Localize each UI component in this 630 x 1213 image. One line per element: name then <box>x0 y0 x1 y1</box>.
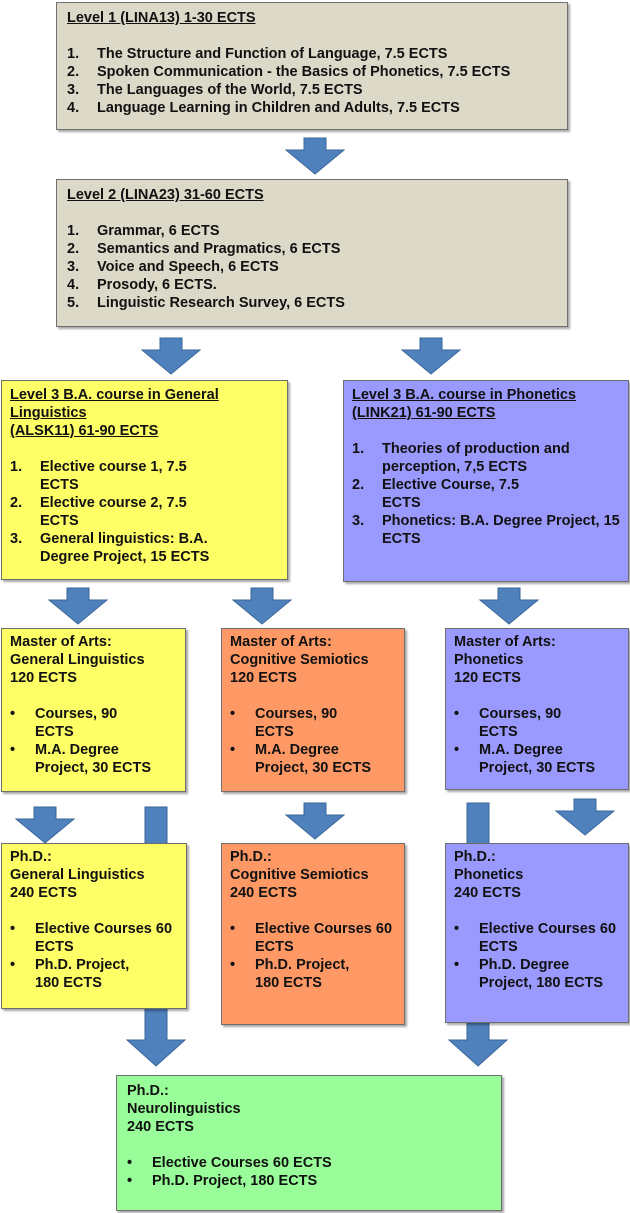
phd-ph-line3: 240 ECTS <box>454 885 521 901</box>
phd-cs-line2: Cognitive Semiotics <box>230 867 369 883</box>
list-item: •Ph.D. Project, 180 ECTS <box>10 957 130 991</box>
phd-gl-line2: General Linguistics <box>10 867 145 883</box>
arrow-level3-gl-to-ma-cs <box>231 587 293 625</box>
phd-nl-line1: Ph.D.: <box>127 1083 169 1099</box>
ma-cs-line1: Master of Arts: <box>230 634 332 650</box>
phd-cognitive-semiotics-box: Ph.D.: Cognitive Semiotics 240 ECTS •Ele… <box>221 843 405 1025</box>
level3-gl-title-line1: Level 3 B.A. course in General <box>10 387 219 403</box>
ma-cs-line3: 120 ECTS <box>230 670 297 686</box>
phd-gl-line1: Ph.D.: <box>10 849 52 865</box>
level3-ph-title-line2: (LINK21) 61-90 ECTS <box>352 405 496 421</box>
ma-ph-line2: Phonetics <box>454 652 524 668</box>
list-item: •Elective Courses 60 ECTS <box>454 921 617 955</box>
arrow-ma-gl-to-phd-gl <box>14 806 76 844</box>
level2-title: Level 2 (LINA23) 31-60 ECTS <box>67 187 264 203</box>
phd-cs-line3: 240 ECTS <box>230 885 297 901</box>
list-item: 1.The Structure and Function of Language… <box>67 46 448 62</box>
ma-cs-line2: Cognitive Semiotics <box>230 652 369 668</box>
list-item: • M.A. Degree Project, 30 ECTS <box>454 742 596 776</box>
list-item: 5.Linguistic Research Survey, 6 ECTS <box>67 295 345 311</box>
list-item: 3.General linguistics: B.A. Degree Proje… <box>10 531 210 565</box>
list-item: •Elective Courses 60 ECTS <box>127 1155 332 1171</box>
list-item: 2.Elective course 2, 7.5 ECTS <box>10 495 187 529</box>
arrow-level1-to-level2 <box>284 137 346 175</box>
level3-ph-title-line1: Level 3 B.A. course in Phonetics <box>352 387 577 403</box>
ma-gl-line1: Master of Arts: <box>10 634 112 650</box>
ma-ph-line3: 120 ECTS <box>454 670 521 686</box>
list-item: 4.Prosody, 6 ECTS. <box>67 277 217 293</box>
phd-gl-line3: 240 ECTS <box>10 885 77 901</box>
ma-ph-line1: Master of Arts: <box>454 634 556 650</box>
list-item: •Elective Courses 60 ECTS <box>230 921 393 955</box>
phd-general-linguistics-box: Ph.D.: General Linguistics 240 ECTS •Ele… <box>1 843 187 1009</box>
list-item: 3.Voice and Speech, 6 ECTS <box>67 259 279 275</box>
list-item: 1.Elective course 1, 7.5 ECTS <box>10 459 187 493</box>
ma-phonetics-box: Master of Arts: Phonetics 120 ECTS •Cour… <box>445 628 629 790</box>
ma-gl-line3: 120 ECTS <box>10 670 77 686</box>
list-item: •M.A. Degree Project, 30 ECTS <box>10 742 152 776</box>
list-item: •Courses, 90 ECTS <box>454 706 562 740</box>
arrow-level3-ph-to-ma-ph <box>478 587 540 625</box>
phd-neurolinguistics-box: Ph.D.: Neurolinguistics 240 ECTS •Electi… <box>116 1075 502 1211</box>
ma-cognitive-semiotics-box: Master of Arts: Cognitive Semiotics 120 … <box>221 628 405 792</box>
level1-title: Level 1 (LINA13) 1-30 ECTS <box>67 10 256 26</box>
list-item: •Ph.D. Project, 180 ECTS <box>127 1173 318 1189</box>
arrow-level3-gl-to-ma-gl <box>47 587 109 625</box>
phd-phonetics-box: Ph.D.: Phonetics 240 ECTS •Elective Cour… <box>445 843 629 1023</box>
arrow-level2-to-level3-ph <box>400 337 462 375</box>
arrow-ma-cs-to-phd-cs <box>284 802 346 840</box>
phd-ph-line1: Ph.D.: <box>454 849 496 865</box>
phd-nl-line2: Neurolinguistics <box>127 1101 241 1117</box>
arrow-level2-to-level3-gl <box>140 337 202 375</box>
level3-gl-title-line3: (ALSK11) 61-90 ECTS <box>10 423 159 439</box>
list-item: •Courses, 90 ECTS <box>230 706 338 740</box>
ma-gl-line2: General Linguistics <box>10 652 145 668</box>
arrow-ma-ph-to-phd-ph <box>554 798 616 836</box>
list-item: •Elective Courses 60 ECTS <box>10 921 173 955</box>
level3-phonetics-box: Level 3 B.A. course in Phonetics (LINK21… <box>343 380 629 582</box>
level1-box: Level 1 (LINA13) 1-30 ECTS 1.The Structu… <box>56 2 568 130</box>
list-item: •Courses, 90 ECTS <box>10 706 118 740</box>
list-item: 2.Spoken Communication - the Basics of P… <box>67 64 511 80</box>
list-item: 2.Semantics and Pragmatics, 6 ECTS <box>67 241 341 257</box>
list-item: 3.The Languages of the World, 7.5 ECTS <box>67 82 363 98</box>
list-item: 2.Elective Course, 7.5 ECTS <box>352 477 520 511</box>
ma-general-linguistics-box: Master of Arts: General Linguistics 120 … <box>1 628 186 792</box>
phd-nl-line3: 240 ECTS <box>127 1119 194 1135</box>
list-item: 3.Phonetics: B.A. Degree Project, 15 ECT… <box>352 513 620 547</box>
phd-cs-line1: Ph.D.: <box>230 849 272 865</box>
level2-box: Level 2 (LINA23) 31-60 ECTS 1.Grammar, 6… <box>56 179 568 327</box>
list-item: •Ph.D. Degree Project, 180 ECTS <box>454 957 604 991</box>
list-item: •M.A. Degree Project, 30 ECTS <box>230 742 372 776</box>
list-item: 1.Grammar, 6 ECTS <box>67 223 220 239</box>
list-item: •Ph.D. Project, 180 ECTS <box>230 957 350 991</box>
list-item: 4.Language Learning in Children and Adul… <box>67 100 460 116</box>
level3-general-linguistics-box: Level 3 B.A. course in General Linguisti… <box>1 380 288 580</box>
list-item: 1.Theories of production and perception,… <box>352 441 570 475</box>
phd-ph-line2: Phonetics <box>454 867 524 883</box>
level3-gl-title-line2: Linguistics <box>10 405 87 421</box>
